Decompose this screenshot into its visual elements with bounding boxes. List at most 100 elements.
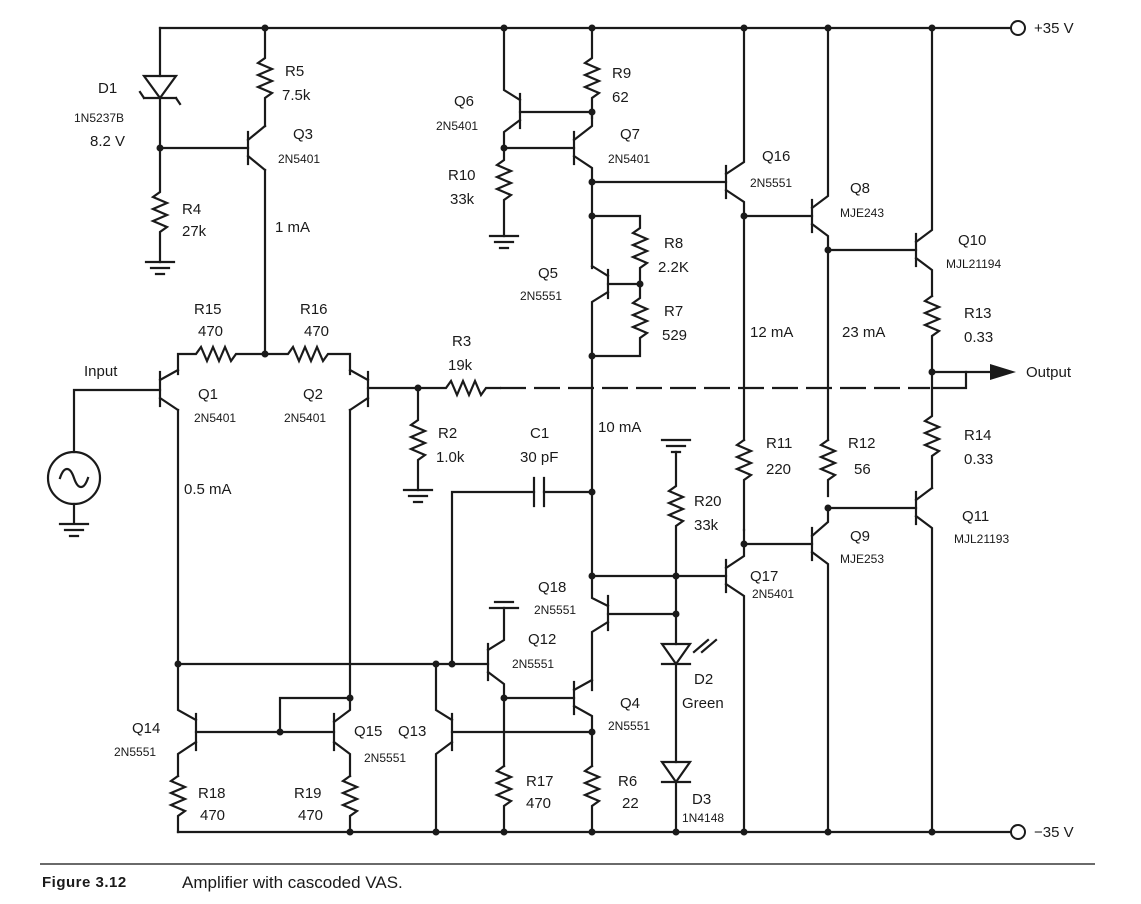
r6-value: 22: [622, 795, 639, 812]
r14-ref: R14: [964, 427, 992, 444]
q12-part: 2N5551: [512, 657, 554, 671]
r3-value: 19k: [448, 357, 473, 374]
current-driver: 23 mA: [842, 324, 885, 341]
r15-ref: R15: [194, 301, 222, 318]
transistor-q17: Q17 2N5401: [590, 528, 794, 834]
junction-dot: [500, 828, 508, 836]
figure-number: Figure 3.12: [42, 874, 127, 891]
r13-ref: R13: [964, 305, 992, 322]
q15-part: 2N5551: [364, 751, 406, 765]
resistor-r11: R11 220: [734, 435, 792, 532]
r19-ref: R19: [294, 785, 322, 802]
q3-part: 2N5401: [278, 152, 320, 166]
r9-ref: R9: [612, 65, 631, 82]
q9-part: MJE253: [840, 552, 884, 566]
resistor-r6: R6 22: [582, 764, 639, 834]
r17-ref: R17: [526, 773, 554, 790]
r12-ref: R12: [848, 435, 876, 452]
r14-value: 0.33: [964, 451, 993, 468]
transistor-q9: Q9 MJE253: [742, 506, 884, 834]
negative-rail-terminal: [1010, 824, 1026, 840]
resistor-r19: R19 470: [294, 774, 360, 834]
r11-ref: R11: [766, 435, 792, 452]
resistor-r20: R20 33k: [660, 438, 722, 578]
q1-ref: Q1: [198, 386, 218, 403]
q14-part: 2N5551: [114, 745, 156, 759]
positive-rail-terminal: [1010, 20, 1026, 36]
zener-d1: D1 1N5237B 8.2 V: [74, 26, 182, 150]
r16-ref: R16: [300, 301, 328, 318]
diode-d3: D3 1N4148: [659, 760, 724, 834]
current-lts: 0.5 mA: [184, 481, 232, 498]
c1-ref: C1: [530, 425, 549, 442]
output-label: Output: [1026, 364, 1072, 381]
r6-ref: R6: [618, 773, 637, 790]
r20-ref: R20: [694, 493, 722, 510]
r19-value: 470: [298, 807, 323, 824]
q11-ref: Q11: [962, 508, 989, 525]
r5-ref: R5: [285, 63, 304, 80]
r15-value: 470: [198, 323, 223, 340]
junction-dot: [672, 828, 680, 836]
q17-part: 2N5401: [752, 587, 794, 601]
transistor-q12: Q12 2N5551: [450, 600, 556, 768]
r4-value: 27k: [182, 223, 207, 240]
d1-value: 8.2 V: [90, 133, 125, 150]
r9-value: 62: [612, 89, 629, 106]
resistor-r16: R16 470: [263, 301, 352, 376]
output-node: Output: [930, 364, 1072, 390]
current-driver-pre: 12 mA: [750, 324, 793, 341]
resistor-r3: R3 19k: [366, 333, 502, 398]
transistor-q8: Q8 MJE243: [742, 26, 884, 442]
junction-dot: [672, 610, 680, 618]
q18-part: 2N5551: [534, 603, 576, 617]
positive-rail: +35 V: [158, 20, 1074, 37]
r18-ref: R18: [198, 785, 226, 802]
d3-part: 1N4148: [682, 811, 724, 825]
r2-value: 1.0k: [436, 449, 465, 466]
q18-ref: Q18: [538, 579, 566, 596]
q2-part: 2N5401: [284, 411, 326, 425]
transistor-q2: Q2 2N5401: [284, 368, 370, 702]
transistor-q1: Q1 2N5401 0.5 mA: [158, 368, 236, 666]
q8-ref: Q8: [850, 180, 870, 197]
transistor-q15: Q15 2N5551: [278, 694, 406, 778]
d1-ref: D1: [98, 80, 117, 97]
q2-ref: Q2: [303, 386, 323, 403]
q6-part: 2N5401: [436, 119, 478, 133]
resistor-r5: R5 7.5k: [255, 26, 311, 128]
q7-part: 2N5401: [608, 152, 650, 166]
d3-ref: D3: [692, 791, 711, 808]
vbe-multiplier: R8 2.2K R7 529 Q5 2N5551 10 mA: [520, 180, 689, 578]
r8-ref: R8: [664, 235, 683, 252]
r7-ref: R7: [664, 303, 683, 320]
resistor-r4: R4 27k: [144, 146, 207, 276]
negative-rail: −35 V: [176, 824, 1074, 841]
r13-value: 0.33: [964, 329, 993, 346]
q10-ref: Q10: [958, 232, 986, 249]
junction-dot: [824, 828, 832, 836]
negative-rail-label: −35 V: [1034, 824, 1074, 841]
q13-ref: Q13: [398, 723, 426, 740]
q12-ref: Q12: [528, 631, 556, 648]
q11-part: MJL21193: [954, 532, 1009, 546]
caption-rule: [40, 863, 1095, 865]
transistor-q16: Q16 2N5551: [590, 26, 792, 442]
resistor-r15: R15 470: [176, 301, 267, 376]
r16-value: 470: [304, 323, 329, 340]
r11-value: 220: [766, 461, 791, 478]
transistor-q18: Q18 2N5551: [534, 574, 678, 692]
junction-dot: [588, 828, 596, 836]
r18-value: 470: [200, 807, 225, 824]
figure-title: Amplifier with cascoded VAS.: [182, 873, 403, 892]
resistor-r9: R9 62: [582, 26, 631, 120]
input-source: Input: [46, 363, 162, 538]
transistor-q7: Q7 2N5401: [502, 110, 650, 184]
q17-ref: Q17: [750, 568, 778, 585]
r10-value: 33k: [450, 191, 475, 208]
resistor-r2: R2 1.0k: [402, 386, 465, 504]
resistor-r10: R10 33k: [448, 146, 520, 250]
q7-ref: Q7: [620, 126, 640, 143]
q4-part: 2N5551: [608, 719, 650, 733]
capacitor-c1: C1 30 pF: [450, 425, 596, 666]
